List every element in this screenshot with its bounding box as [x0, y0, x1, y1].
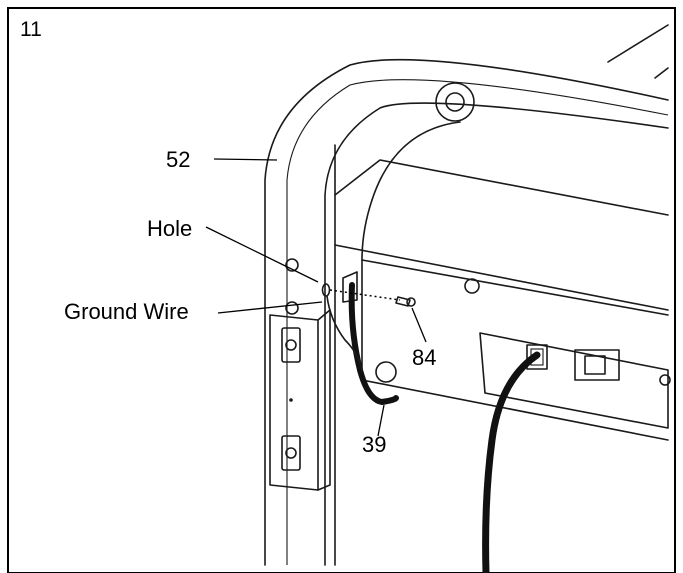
- control-panel: [479, 332, 671, 429]
- wire-clip: [342, 271, 358, 303]
- label-part-84: 84: [412, 345, 436, 370]
- label-part-52: 52: [166, 147, 190, 172]
- leader-ground-wire: [217, 301, 323, 314]
- rear-rails: [607, 24, 669, 79]
- frame-hole-lower: [285, 301, 299, 315]
- bracket-slot-upper: [281, 327, 301, 363]
- frame-border: [7, 7, 676, 573]
- power-switch: [574, 349, 620, 381]
- motor-hood: [334, 121, 669, 566]
- bracket-slot-lower: [281, 435, 301, 471]
- leader-39: [377, 404, 385, 437]
- pivot-knob: [435, 82, 475, 122]
- step-number: 11: [20, 18, 42, 41]
- screw-path: [329, 289, 401, 301]
- ground-wire-lead: [326, 295, 363, 373]
- leader-52: [213, 158, 278, 161]
- label-ground-wire: Ground Wire: [64, 299, 189, 324]
- screw-84: [395, 296, 416, 307]
- ground-terminal: [321, 283, 331, 297]
- power-socket: [526, 344, 548, 370]
- hood-screw-hole: [464, 278, 480, 294]
- label-part-39: 39: [362, 432, 386, 457]
- label-hole: Hole: [147, 216, 192, 241]
- ground-wire-39: [348, 282, 399, 406]
- frame-hole-upper: [285, 258, 299, 272]
- hood-boss: [375, 361, 397, 383]
- leader-84: [411, 307, 427, 343]
- upright-tube: [264, 58, 669, 566]
- power-cord: [482, 351, 541, 573]
- bracket-plate: [269, 309, 331, 491]
- leader-hole: [205, 226, 319, 283]
